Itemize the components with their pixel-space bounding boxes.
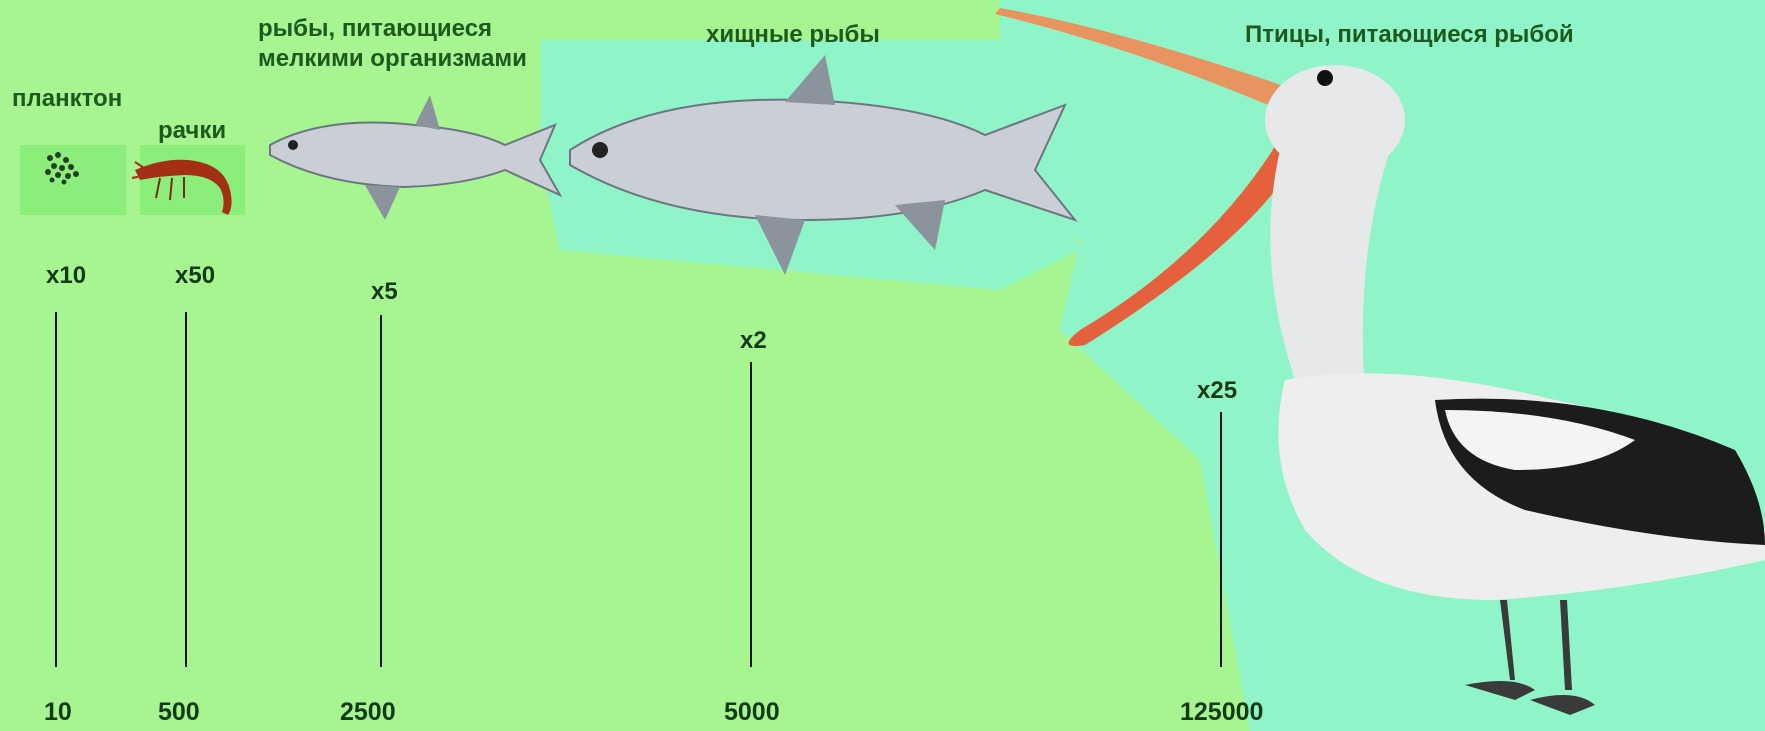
- level-line: [1220, 412, 1222, 667]
- multiplier: x10: [46, 262, 86, 290]
- stage-label: рачки: [158, 116, 226, 146]
- level-line: [750, 362, 752, 667]
- multiplier: x5: [371, 278, 398, 306]
- concentration-value: 10: [44, 698, 72, 727]
- stage-label-line: рачки: [158, 116, 226, 146]
- stage-label-line: планктон: [12, 84, 122, 114]
- multiplier: x2: [740, 327, 767, 355]
- small-fish-icon: [265, 90, 570, 230]
- stage-label: хищные рыбы: [706, 20, 880, 50]
- shrimp-icon: [130, 150, 260, 220]
- stage-label-line: мелкими организмами: [258, 44, 527, 74]
- stage-label: рыбы, питающиеся мелкими организмами: [258, 14, 527, 74]
- concentration-value: 2500: [340, 698, 396, 727]
- multiplier: x25: [1197, 377, 1237, 405]
- stage-label-line: хищные рыбы: [706, 20, 880, 50]
- level-line: [380, 315, 382, 667]
- concentration-value: 5000: [724, 698, 780, 727]
- plankton-icon: [40, 148, 100, 193]
- concentration-value: 125000: [1180, 698, 1263, 727]
- pelican-icon: [995, 0, 1765, 731]
- stage-label-line: рыбы, питающиеся: [258, 14, 527, 44]
- level-line: [55, 312, 57, 667]
- concentration-value: 500: [158, 698, 200, 727]
- level-line: [185, 312, 187, 667]
- multiplier: x50: [175, 262, 215, 290]
- stage-label: планктон: [12, 84, 122, 114]
